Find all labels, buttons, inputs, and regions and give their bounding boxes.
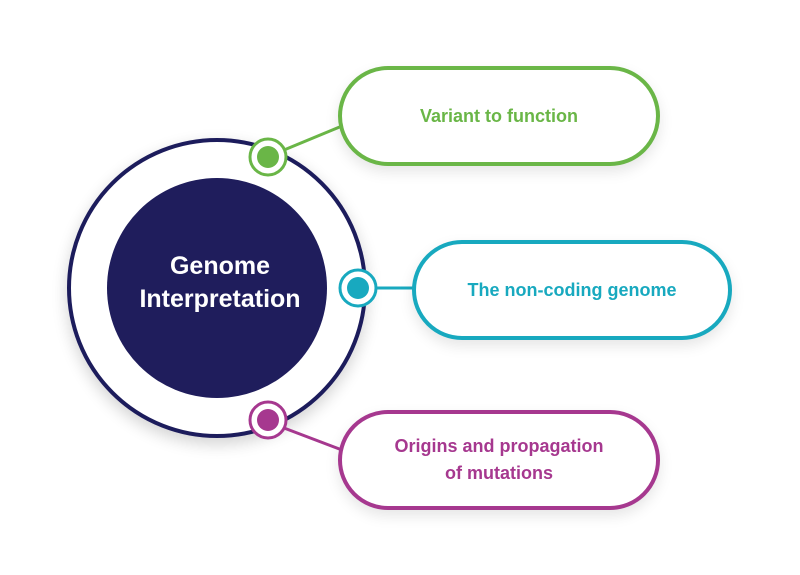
topic-label: Variant to function	[419, 105, 578, 126]
topic-label: Origins and propagation of mutations	[394, 433, 603, 487]
topic-pill-variant-to-function: Variant to function	[338, 66, 660, 166]
node-dot-origins	[248, 400, 288, 440]
connector-line-variant	[283, 124, 343, 152]
topic-label: The non-coding genome	[467, 279, 677, 300]
connector-line-origins	[283, 426, 343, 452]
center-title-line1: Genome	[169, 252, 271, 280]
topic-label-line1: Origins and propagation	[394, 436, 604, 456]
center-title-line2: Interpretation	[139, 285, 301, 313]
node-dot-variant	[248, 137, 288, 177]
node-dot-noncoding	[338, 268, 378, 308]
topic-label-line2: of mutations	[444, 463, 553, 483]
topic-pill-origins-of-mutations: Origins and propagation of mutations	[338, 410, 660, 510]
topic-pill-non-coding-genome: The non-coding genome	[412, 240, 732, 340]
center-title: Genome Interpretation	[105, 250, 335, 316]
center-circle	[107, 178, 327, 398]
